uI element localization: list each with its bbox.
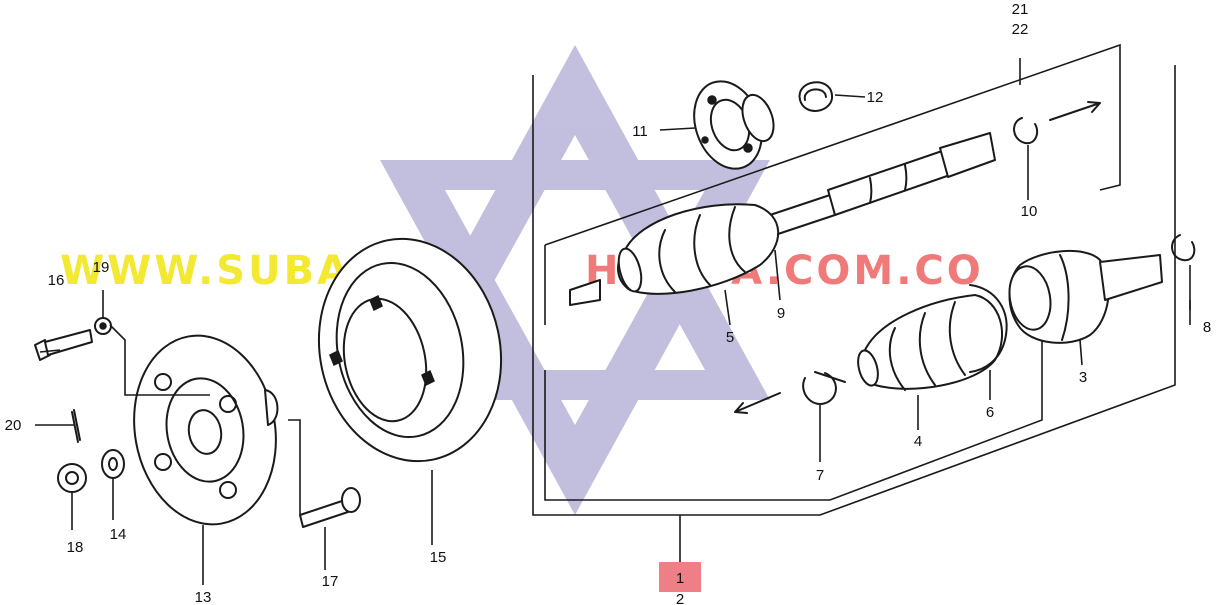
arrow-right-icon <box>1049 101 1101 121</box>
assembly-frame <box>532 43 1191 565</box>
callout-21: 21 <box>1012 1 1029 18</box>
part-tripod-joint <box>693 80 775 170</box>
part-hub-13 <box>133 334 279 526</box>
direction-arrows <box>734 101 1101 414</box>
callout-10: 10 <box>1021 203 1038 220</box>
callout-11: 11 <box>632 123 648 140</box>
callout-labels: 1 2 3 4 5 6 7 8 9 10 11 12 13 14 15 16 1… <box>5 1 1212 605</box>
leader-lines <box>35 94 1191 585</box>
part-washer-14 <box>101 449 125 479</box>
callout-18: 18 <box>67 539 84 556</box>
part-castle-nut-18 <box>57 463 87 493</box>
part-bolt-17 <box>299 487 361 528</box>
callout-14: 14 <box>110 526 127 543</box>
part-boot-5 <box>617 203 780 295</box>
callout-19: 19 <box>93 259 110 276</box>
callout-4: 4 <box>914 433 922 450</box>
part-brake-disc-15 <box>317 237 503 463</box>
callout-13: 13 <box>195 589 212 605</box>
callout-7: 7 <box>816 467 824 484</box>
part-nut-19 <box>94 317 112 335</box>
callout-1: 1 <box>676 570 684 587</box>
part-bolt-16 <box>34 329 93 361</box>
callout-17: 17 <box>322 573 339 590</box>
callout-12: 12 <box>867 89 884 106</box>
callout-5: 5 <box>726 329 734 346</box>
part-pin-20 <box>71 409 81 443</box>
part-snap-ring-10 <box>1013 117 1039 145</box>
arrow-left-icon <box>734 392 781 414</box>
part-snap-ring-8 <box>1171 234 1196 262</box>
highlight-box <box>659 562 701 592</box>
callout-22: 22 <box>1012 21 1029 38</box>
part-shaft <box>569 132 996 306</box>
part-outer-housing-3 <box>1008 249 1163 344</box>
part-boot-4 <box>857 294 1004 391</box>
callout-15: 15 <box>430 549 447 566</box>
callout-8: 8 <box>1203 319 1211 336</box>
part-band-7 <box>802 371 846 405</box>
callout-16: 16 <box>48 272 65 289</box>
callout-20: 20 <box>5 417 22 434</box>
callout-9: 9 <box>777 305 785 322</box>
part-band-6 <box>969 284 1008 373</box>
callout-6: 6 <box>986 404 994 421</box>
callout-3: 3 <box>1079 369 1087 386</box>
part-clip-12 <box>798 81 834 112</box>
watermark-text: WWW.SUBARU HONDA.COM.CO <box>60 248 981 294</box>
callout-2: 2 <box>676 591 684 605</box>
